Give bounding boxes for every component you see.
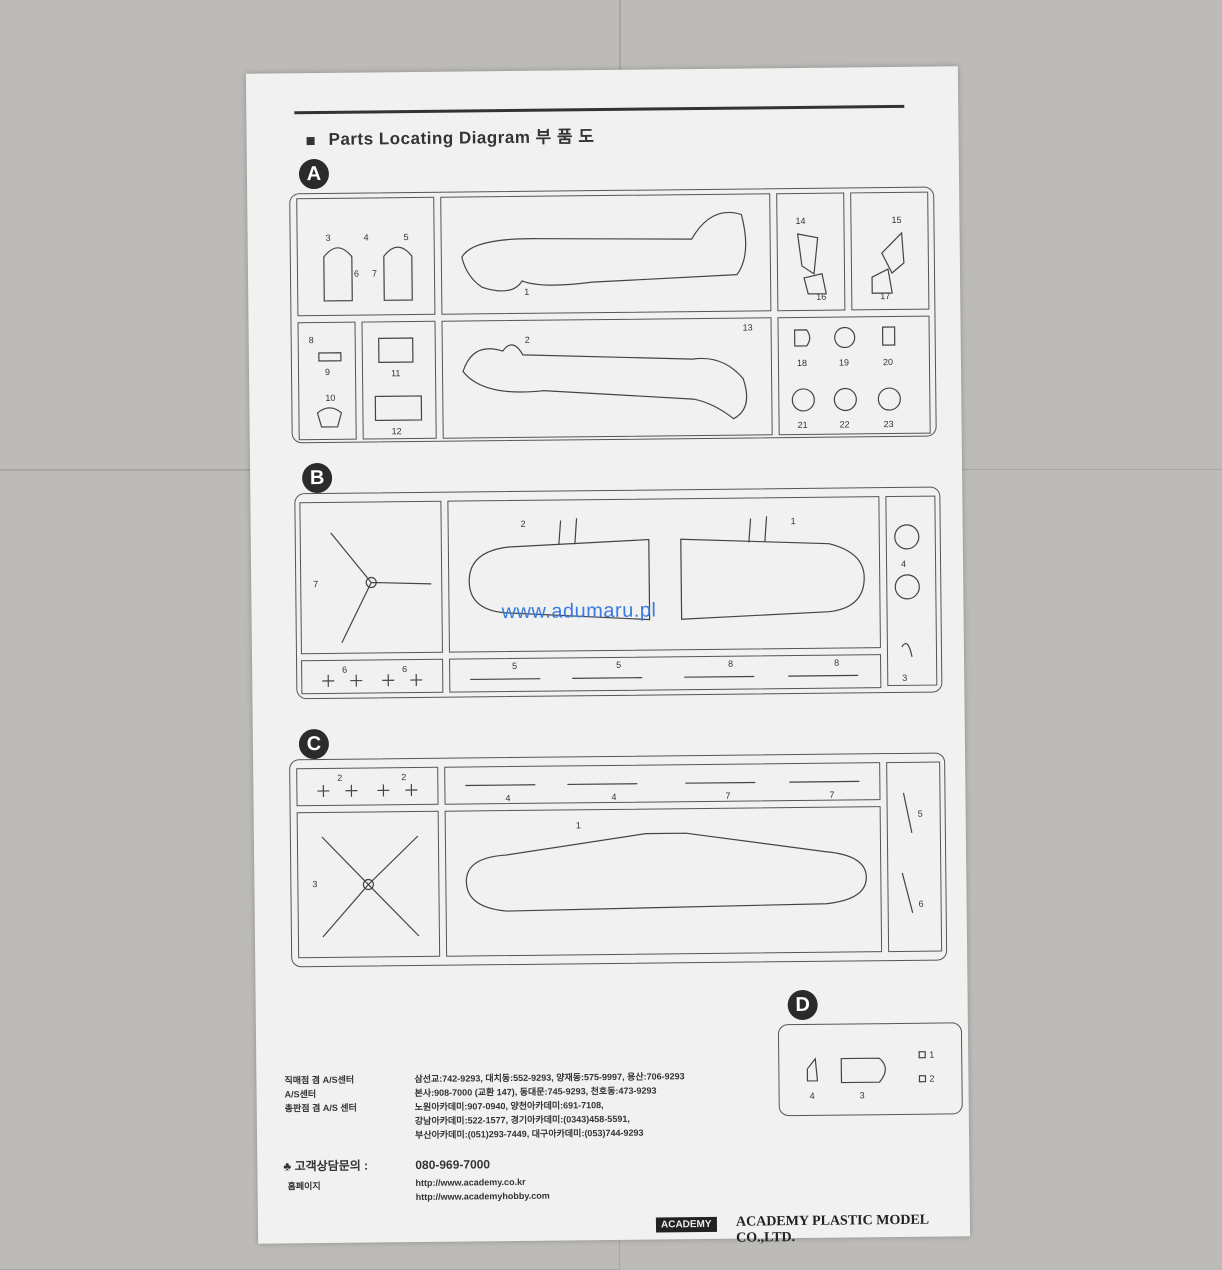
part-number: 3 — [902, 672, 908, 683]
part-box: 3 — [296, 810, 441, 959]
academy-logo: ACADEMY — [655, 1216, 717, 1233]
section-c-frame: 2 2 4 4 7 7 5 6 3 1 — [289, 752, 948, 968]
part-box: 1 — [444, 806, 883, 957]
propeller-3-blade-drawing — [330, 532, 432, 644]
customer-label: ♣ 고객상담문의 : — [283, 1158, 369, 1174]
phone-line: 본사:908-7000 (교환 147), 동대문:745-9293, 천호동:… — [414, 1085, 657, 1099]
propeller-4-blade-drawing — [321, 835, 420, 938]
url-link[interactable]: http://www.academy.co.kr — [415, 1176, 526, 1189]
part-box: 6 6 — [301, 658, 444, 695]
part-box: 15 17 — [850, 191, 930, 311]
label-direct-store: 직매점 겸 A/S센터 — [284, 1074, 355, 1086]
section-a-frame: 3 4 5 6 7 1 14 16 15 17 8 9 10 11 — [289, 186, 937, 444]
part-box: 4 3 — [885, 495, 938, 687]
part-box: 4 4 7 7 — [444, 762, 881, 805]
header-rule — [294, 104, 905, 115]
label-as-center: A/S센터 — [284, 1089, 317, 1100]
part-box: 3 4 5 6 7 — [296, 196, 436, 317]
part-box: 2 13 — [441, 317, 773, 439]
watermark: www.adumaru.pl — [501, 599, 657, 624]
part-box: 1 — [440, 193, 772, 315]
part-box: 8 9 10 — [297, 321, 357, 441]
part-drawing — [374, 337, 423, 422]
cross-parts-drawing — [322, 674, 423, 687]
page-title: Parts Locating Diagram 부 품 도 — [306, 122, 595, 150]
canopy-parts-drawing — [323, 246, 413, 302]
section-b-badge: B — [301, 462, 333, 494]
customer-phone: 080-969-7000 — [415, 1157, 491, 1173]
part-number: 13 — [742, 322, 753, 333]
section-c-badge: C — [298, 728, 330, 760]
fuselage-half-drawing — [461, 211, 747, 292]
section-a-badge: A — [298, 158, 330, 190]
canopy-drawing — [806, 1051, 927, 1084]
part-box: 5 6 — [886, 761, 943, 953]
section-d-frame: 1 2 4 3 — [777, 1022, 963, 1117]
wheels-drawing — [894, 524, 920, 657]
section-d-badge: D — [787, 989, 818, 1021]
company-name: ACADEMY PLASTIC MODEL CO.,LTD. — [735, 1212, 929, 1246]
wing-halves-drawing — [468, 516, 865, 621]
label-distributor: 총판점 겸 A/S 센터 — [284, 1102, 357, 1114]
lower-wing-drawing — [465, 832, 867, 912]
part-box: 2 1 — [447, 496, 881, 653]
part-drawing — [791, 326, 901, 412]
cross-parts-drawing — [317, 784, 418, 797]
phone-line: 부산아카데미:(051)293-7449, 대구아카데미:(053)744-92… — [414, 1127, 644, 1141]
instruction-sheet: Parts Locating Diagram 부 품 도 A 3 4 5 6 7… — [245, 66, 971, 1246]
fuselage-half-drawing — [462, 344, 748, 420]
part-drawing — [796, 233, 827, 295]
part-box: 18 19 20 21 22 23 — [777, 315, 931, 436]
rocket-parts-drawing — [470, 674, 859, 681]
rocket-parts-drawing — [465, 780, 860, 787]
gear-leg-drawing — [901, 792, 914, 913]
service-center-phones: 삼선교:742-9293, 대치동:552-9293, 양재동:575-9997… — [414, 1069, 685, 1142]
section-b-frame: 7 2 1 4 3 6 6 5 5 8 8 — [294, 486, 943, 700]
homepage-label: 홈페이지 — [287, 1181, 321, 1192]
part-box: 11 12 — [361, 320, 437, 440]
service-center-labels: 직매점 겸 A/S센터 A/S센터 총판점 겸 A/S 센터 — [284, 1073, 357, 1116]
part-number: 7 — [829, 789, 835, 800]
homepage-urls: http://www.academy.co.kr http://www.acad… — [415, 1175, 549, 1204]
part-box: 14 16 — [776, 192, 846, 312]
url-link[interactable]: http://www.academyhobby.com — [415, 1190, 550, 1203]
part-box: 2 2 — [296, 766, 439, 807]
part-drawing — [871, 231, 905, 294]
part-box: 5 5 8 8 — [449, 654, 882, 693]
part-drawing — [316, 352, 343, 428]
page-title-text: Parts Locating Diagram 부 품 도 — [328, 127, 595, 149]
part-number: 8 — [834, 657, 840, 668]
part-box: 7 — [299, 500, 443, 655]
part-number: 1 — [790, 516, 796, 527]
